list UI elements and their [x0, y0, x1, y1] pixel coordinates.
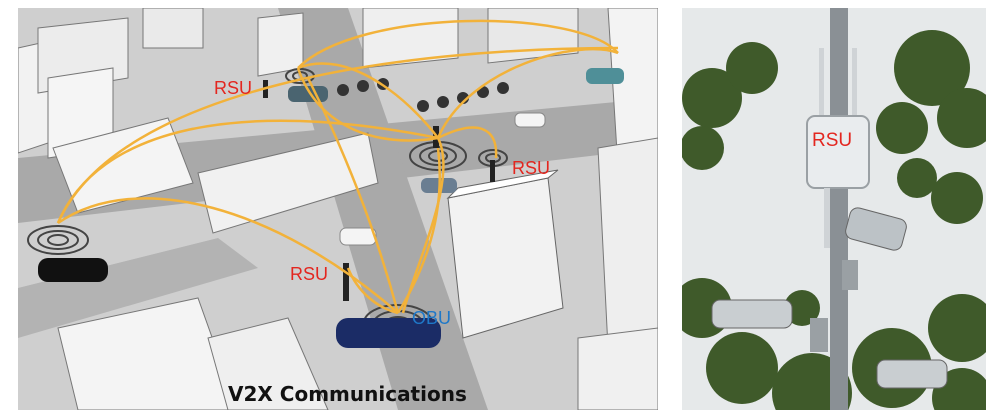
car-obu	[336, 318, 441, 348]
cameras	[711, 207, 948, 389]
v2x-city-illustration: RSU RSU RSU OBU V2X Communications	[18, 8, 658, 410]
road-vertical	[278, 8, 488, 410]
buildings	[18, 8, 658, 410]
obu-label: OBU	[412, 308, 452, 328]
car-black	[38, 258, 108, 282]
antenna-right	[852, 48, 857, 123]
antenna-left	[819, 48, 824, 123]
rsu-photo: RSU	[682, 8, 986, 410]
rsu-box	[806, 115, 870, 189]
car-cyan	[586, 68, 624, 84]
rsu-label-top-left: RSU	[214, 78, 253, 98]
v2x-links	[56, 19, 619, 315]
rsu-label-center-right: RSU	[512, 158, 551, 178]
car-white-2	[339, 227, 377, 246]
road-lower	[18, 238, 258, 338]
city-scene	[18, 8, 658, 410]
diagram-caption: V2X Communications	[228, 382, 467, 406]
car-white	[514, 112, 546, 128]
rsu-label-photo: RSU	[812, 130, 853, 151]
rsu-pole-scene	[682, 8, 986, 410]
rsu-label-bottom-left: RSU	[290, 264, 329, 284]
pole	[830, 8, 848, 410]
